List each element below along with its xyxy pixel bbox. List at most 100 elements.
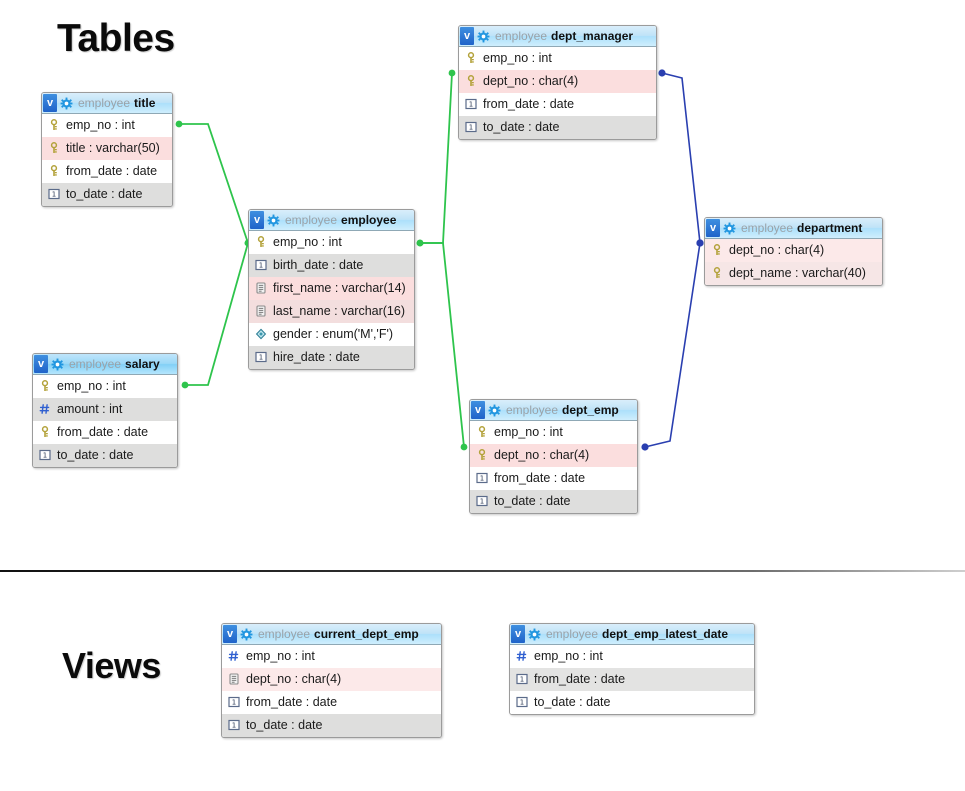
relation-endpoint <box>416 239 424 247</box>
relation-dept_emp-department <box>641 239 704 451</box>
relation-employee-dept_manager <box>416 69 456 247</box>
view-badge-icon: v <box>43 94 57 112</box>
key-icon <box>713 244 721 255</box>
column-row[interactable]: 1 to_date : date <box>222 714 441 737</box>
entity-schema: employee <box>506 403 559 417</box>
column-label: emp_no : int <box>66 118 135 132</box>
svg-text:1: 1 <box>259 354 263 362</box>
column-row[interactable]: dept_no : char(4) <box>459 70 656 93</box>
column-label: from_date : date <box>534 672 626 686</box>
relation-endpoint <box>416 239 424 247</box>
column-row[interactable]: title : varchar(50) <box>42 137 172 160</box>
text-icon <box>256 282 266 294</box>
column-row[interactable]: dept_no : char(4) <box>222 668 441 691</box>
column-row[interactable]: emp_no : int <box>249 231 414 254</box>
column-label: last_name : varchar(16) <box>273 304 406 318</box>
view-badge-icon: v <box>511 625 525 643</box>
column-row[interactable]: emp_no : int <box>42 114 172 137</box>
enum-icon <box>255 328 267 340</box>
entity-schema: employee <box>546 627 599 641</box>
svg-text:1: 1 <box>259 262 263 270</box>
column-label: gender : enum('M','F') <box>273 327 394 341</box>
column-row[interactable]: dept_name : varchar(40) <box>705 262 882 285</box>
svg-text:1: 1 <box>469 101 473 109</box>
column-row[interactable]: first_name : varchar(14) <box>249 277 414 300</box>
section-label-tables: Tables <box>57 17 175 60</box>
key-icon <box>50 165 58 176</box>
date-icon: 1 <box>476 495 488 507</box>
view-badge-icon: v <box>34 355 48 373</box>
column-label: emp_no : int <box>483 51 552 65</box>
column-row[interactable]: dept_no : char(4) <box>470 444 637 467</box>
relation-endpoint <box>181 381 189 389</box>
relation-salary-employee <box>181 239 252 389</box>
column-label: to_date : date <box>494 494 571 508</box>
column-row[interactable]: emp_no : int <box>459 47 656 70</box>
relation-employee-dept_emp <box>416 239 468 451</box>
relation-endpoint <box>696 239 704 247</box>
entity-name: department <box>797 221 863 235</box>
key-icon <box>50 142 58 153</box>
column-label: to_date : date <box>483 120 560 134</box>
column-label: dept_no : char(4) <box>729 243 825 257</box>
svg-text:1: 1 <box>232 699 236 707</box>
column-row[interactable]: 1 from_date : date <box>510 668 754 691</box>
date-icon: 1 <box>465 98 477 110</box>
column-row[interactable]: from_date : date <box>33 421 177 444</box>
column-label: from_date : date <box>57 425 149 439</box>
column-row[interactable]: last_name : varchar(16) <box>249 300 414 323</box>
column-row[interactable]: gender : enum('M','F') <box>249 323 414 346</box>
date-icon: 1 <box>516 673 528 685</box>
column-row[interactable]: emp_no : int <box>33 375 177 398</box>
column-row[interactable]: 1 to_date : date <box>459 116 656 139</box>
column-row[interactable]: 1 to_date : date <box>470 490 637 513</box>
column-row[interactable]: emp_no : int <box>510 645 754 668</box>
text-icon <box>256 305 266 317</box>
column-row[interactable]: emp_no : int <box>470 421 637 444</box>
key-icon <box>478 449 486 460</box>
column-label: amount : int <box>57 402 123 416</box>
column-row[interactable]: dept_no : char(4) <box>705 239 882 262</box>
relation-endpoint <box>460 443 468 451</box>
date-icon: 1 <box>228 719 240 731</box>
number-icon <box>228 651 239 661</box>
column-row[interactable]: from_date : date <box>42 160 172 183</box>
column-label: to_date : date <box>246 718 323 732</box>
gear-icon <box>723 222 736 234</box>
column-row[interactable]: emp_no : int <box>222 645 441 668</box>
column-row[interactable]: amount : int <box>33 398 177 421</box>
svg-text:1: 1 <box>480 475 484 483</box>
entity-schema: employee <box>69 357 122 371</box>
section-divider <box>0 570 965 572</box>
date-icon: 1 <box>48 188 60 200</box>
date-icon: 1 <box>255 351 267 363</box>
relation-endpoint <box>175 120 183 128</box>
column-label: dept_name : varchar(40) <box>729 266 866 280</box>
svg-text:1: 1 <box>469 124 473 132</box>
